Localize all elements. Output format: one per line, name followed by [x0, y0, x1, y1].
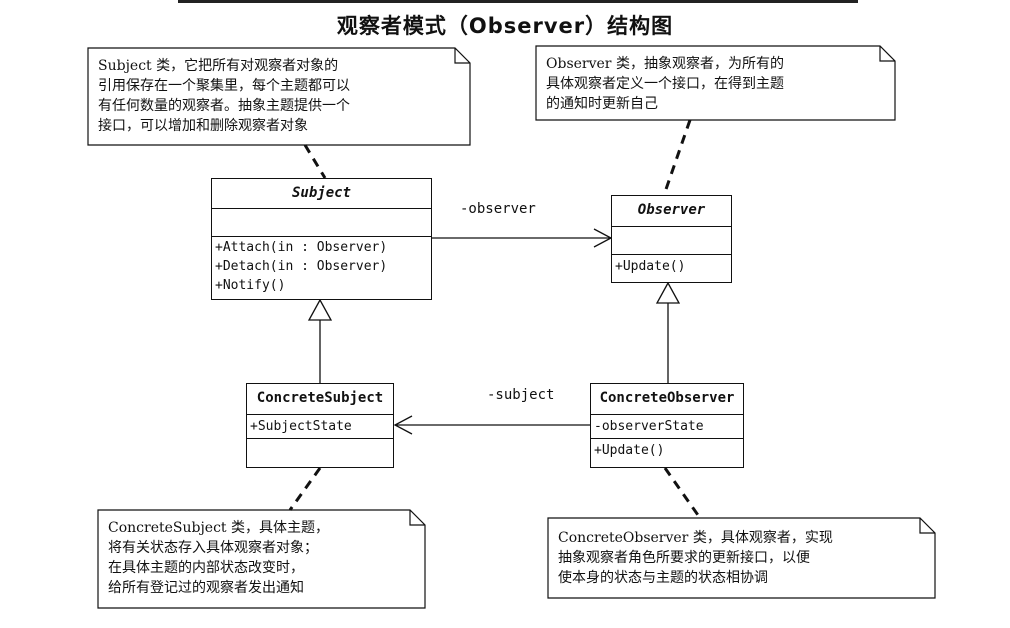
concrete-observer-class: ConcreteObserver -observerState +Update(… — [590, 383, 744, 468]
observer-note-outline — [535, 45, 896, 121]
concrete-subject-note-anchor — [288, 467, 322, 511]
diagram-title: 观察者模式（Observer）结构图 — [336, 14, 674, 38]
observer-role-label: -observer — [460, 201, 536, 217]
observer-methods: +Update() — [612, 255, 731, 281]
concrete-subject-attributes: +SubjectState — [247, 415, 393, 439]
concrete-observer-note: ConcreteObserver 类，具体观察者，实现 抽象观察者角色所要求的更… — [558, 530, 833, 586]
concrete-observer-attributes: -observerState — [591, 415, 743, 439]
concrete-subject-class-name: ConcreteSubject — [247, 384, 393, 415]
concrete-observer-attribute: -observerState — [594, 419, 704, 434]
subject-method: +Notify() — [215, 278, 286, 293]
concrete-subject-class: ConcreteSubject +SubjectState — [246, 383, 394, 468]
observer-class: Observer +Update() — [611, 195, 732, 283]
observer-attributes — [612, 227, 731, 255]
concrete-subject-note-outline — [97, 509, 426, 609]
subject-association-arrowhead — [393, 415, 413, 435]
observer-method: +Update() — [615, 259, 686, 274]
concrete-subject-methods — [247, 439, 393, 466]
observer-note-anchor — [662, 119, 692, 196]
top-rule — [178, 0, 858, 3]
subject-method: +Detach(in : Observer) — [215, 259, 388, 274]
observer-note: Observer 类，抽象观察者，为所有的 具体观察者定义一个接口，在得到主题 … — [546, 56, 784, 112]
subject-attributes — [212, 209, 431, 237]
subject-note-outline — [87, 47, 471, 146]
subject-generalization-arrowhead — [307, 298, 333, 321]
concrete-subject-attribute: +SubjectState — [250, 419, 352, 434]
observer-class-name: Observer — [612, 196, 731, 227]
concrete-observer-class-name: ConcreteObserver — [591, 384, 743, 415]
concrete-observer-methods: +Update() — [591, 439, 743, 466]
concrete-observer-note-anchor — [663, 467, 702, 519]
concrete-subject-note: ConcreteSubject 类，具体主题， 将有关状态存入具体观察者对象； … — [108, 520, 329, 596]
concrete-observer-note-outline — [547, 517, 936, 599]
observer-generalization-arrowhead — [655, 281, 681, 304]
subject-method: +Attach(in : Observer) — [215, 240, 388, 255]
subject-note-anchor — [303, 144, 327, 179]
concrete-observer-method: +Update() — [594, 443, 665, 458]
subject-class: Subject +Attach(in : Observer) +Detach(i… — [211, 178, 432, 300]
subject-methods: +Attach(in : Observer) +Detach(in : Obse… — [212, 237, 431, 298]
subject-class-name: Subject — [212, 179, 431, 209]
subject-note: Subject 类，它把所有对观察者对象的 引用保存在一个聚集里，每个主题都可以… — [98, 58, 350, 134]
subject-role-label: -subject — [487, 387, 555, 403]
